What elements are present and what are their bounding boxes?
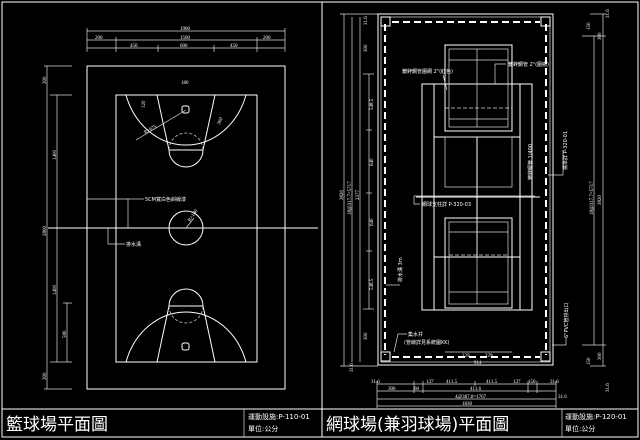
tennis-dim-left-10: 31.6 [350,363,355,372]
dim-left-top-margin: 300 [43,76,48,84]
note-fence-red: 鍍鋅鋼管圍網 2"(紅色) [402,68,453,75]
tennis-dim-right-0: 31.6 [606,9,611,18]
tennis-dim-right-3: 18@317.7=5717 [590,181,595,215]
dim-half-bottom: 1400 [53,285,58,296]
note-slope: 鍍鋅鋼管 1/400 [527,144,534,180]
tennis-enclosure [377,13,554,366]
tennis-dim-right-4: 3820 [598,195,603,206]
note-standard: 標準詳 P-320-01 [562,131,569,170]
tennis-dim-bottom-4: 411.5 [446,380,458,385]
dim-margin-right: 200 [263,36,271,41]
badminton-court-mid [444,136,513,188]
tennis-dim-left-5: 548.5 [370,98,375,110]
dim-baseline-offset: 120 [142,100,147,108]
tennis-title: 網球場(兼羽球場)平面圖 [326,415,509,435]
tennis-dim-left-8: 548.5 [370,278,375,290]
basketball-unit: 單位:公分 [248,424,278,433]
dim-left-bottom-margin: 300 [43,372,48,380]
tennis-dim-left-9: 300 [364,332,369,340]
badminton-court-bottom [444,217,513,309]
three-point-arc-top [125,94,247,146]
note-fence-pipe: 鍍鋅鋼管 2"(圍網) [508,61,549,68]
basket-top [181,105,190,114]
key-bottom [156,305,216,363]
dim-half-top: 1400 [53,150,58,161]
basketball-plan: 1900 200 1500 200 450 600 450 300 2800 1… [43,27,318,390]
tennis-dim-net-2: 229 [485,354,493,359]
dim-seg-1: 450 [130,44,138,49]
tennis-plan: 鍍鋅鋼管圍網 2"(紅色) 鍍鋅鋼管 2"(圍網) 網球支柱詳 P-320-03… [340,9,611,408]
center-circle [168,210,204,246]
dim-overall-length: 2800 [43,226,48,237]
basket-bottom [181,342,190,351]
tennis-unit: 單位:公分 [565,424,595,433]
tennis-dim-bottom-5: 411.5 [486,380,498,385]
tennis-dim-bottom-10: 4@387.8=1767 [455,395,487,400]
dim-court-width: 1500 [180,36,191,41]
note-line-paint: 5CM寬白色斜線漆 [145,196,186,203]
tennis-dim-net-1: 229 [462,354,470,359]
dim-seg-3: 450 [230,44,238,49]
tennis-dim-bottom-6: 137 [513,380,521,385]
tennis-dim-bottom-2: 60 [414,387,420,392]
tennis-dim-left-3: 18@317.7=5717 [348,181,353,215]
badminton-court-top [444,44,513,132]
tennis-dim-bottom-9: 411.6 [470,387,482,392]
tennis-dim-left-1: 300 [364,44,369,52]
tennis-dim-right-6: 150 [587,357,592,365]
dim-margin-left: 200 [95,36,103,41]
tennis-dim-bottom-7: 150 [528,380,536,385]
note-pvc-outlet: 6"PVC管排出口 [563,303,570,338]
note-catch-basin: 集水井 [408,331,423,338]
dim-overall-width: 1900 [180,27,191,32]
note-piping: (管線詳見系統圖KK) [404,339,450,346]
tennis-dim-right-7: 31.6 [606,383,611,392]
key-top [156,94,216,151]
tennis-dim-right-5: 300 [598,352,603,360]
tennis-dim-bottom-1: 300 [388,387,396,392]
note-net-post: 網球支柱詳 P-320-03 [422,201,471,208]
tennis-dim-bottom-3: 137 [426,380,434,385]
basketball-code: 運動設施:P-110-01 [248,412,310,421]
dim-backboard: 180 [181,81,189,86]
tennis-dim-left-4: 2377 [356,190,361,201]
basketball-title: 籃球場平面圖 [6,415,108,435]
tennis-dim-net-total: 914 [474,361,482,366]
tennis-dim-right-1: 150 [587,22,592,30]
tennis-dim-left-0: 31.6 [364,16,369,25]
dim-arc-depth: 580 [63,330,68,338]
tennis-dim-bottom-0: 31.6 [371,380,380,385]
dim-three-point-radius: R=675 [144,124,159,135]
tennis-dim-right-2: 300 [598,32,603,40]
tennis-dim-bottom-11: 1830 [462,402,473,407]
tennis-code: 運動設施:P-120-01 [565,412,627,421]
tennis-dim-left-2: 3820 [340,190,345,201]
note-drain-3m: 排水溝 3m [397,257,404,282]
tennis-dim-left-6: 640 [370,158,375,166]
note-drain: 排水溝 [126,241,141,248]
tennis-dim-bottom-12: 31.6 [558,395,567,400]
tennis-dim-left-7: 640 [370,218,375,226]
dim-key-width: 360 [217,116,224,125]
dim-seg-2: 600 [180,44,188,49]
three-point-arc-bottom [125,311,247,363]
tennis-dim-bottom-8: 31.6 [550,380,559,385]
